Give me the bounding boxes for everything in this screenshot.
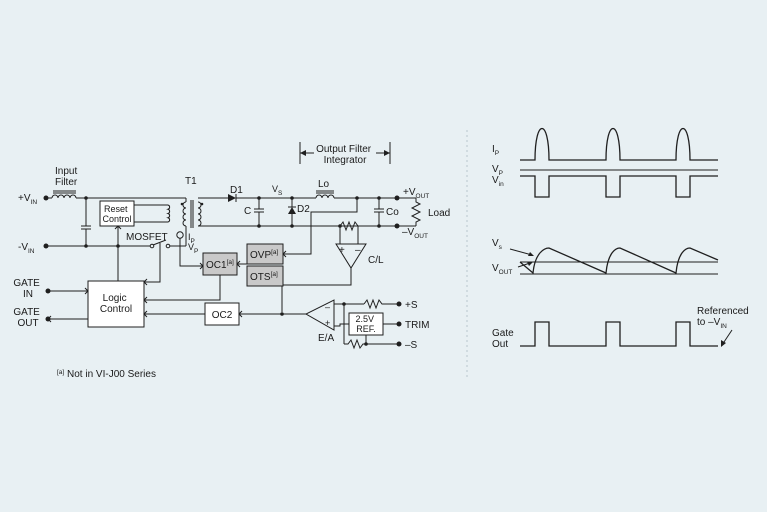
minus-s-label: –S (405, 340, 418, 351)
lo-label: Lo (318, 179, 330, 190)
input-inductor (51, 194, 77, 199)
cl-label: C/L (368, 255, 384, 266)
minus-vin-label: -VIN (18, 242, 35, 255)
ovp-label: OVP[a] (250, 249, 279, 261)
sense-resistor-minus (344, 338, 399, 350)
d1-diode (228, 194, 236, 202)
reset-control-label: Reset Control (102, 204, 131, 224)
lo-inductor (315, 194, 335, 199)
wire (281, 268, 352, 312)
trim-terminal (396, 321, 402, 327)
mosfet-switch (152, 239, 167, 246)
waveforms: IP VP Vin Vs VOUT Gate Out Referenced to… (492, 127, 751, 350)
vin-wave-label: Vin (492, 175, 504, 188)
oc2-label: OC2 (212, 310, 233, 321)
oc1-label: OC1[a] (206, 259, 234, 271)
logic-control-block (87, 280, 145, 328)
d2-diode (288, 207, 296, 214)
minus-vout-label: –VOUT (402, 227, 428, 240)
wire (179, 238, 203, 267)
plus-s-terminal (396, 301, 402, 307)
vp-waveform (520, 175, 718, 198)
reset-control-block (99, 200, 135, 227)
d2-label: D2 (297, 204, 310, 215)
current-sense (176, 231, 184, 239)
ip-label: IP (188, 232, 195, 245)
schematic: Input Filter +VIN -VIN Reset Control (13, 142, 450, 380)
output-filter-label: Output Filter Integrator (316, 144, 374, 166)
plus-vout-terminal (394, 195, 400, 201)
wire (144, 243, 161, 283)
reset-winding (166, 204, 171, 223)
trim-label: TRIM (405, 320, 429, 331)
load-resistor (410, 198, 422, 226)
wire (134, 204, 140, 223)
inductor-core (53, 190, 76, 194)
vout-wave-label: VOUT (492, 263, 512, 276)
plus-vin-label: +VIN (18, 193, 37, 206)
minus-vout-terminal (394, 223, 400, 229)
gate-out-label: GATE OUT (13, 307, 42, 329)
t1-label: T1 (185, 176, 197, 187)
vp-label: VP (188, 242, 198, 255)
footnote: [a] Not in VI-J00 Series (57, 369, 156, 380)
svg-text:+: + (325, 318, 330, 328)
co-label: Co (386, 207, 399, 218)
vs-label: VS (272, 184, 283, 197)
gate-out-waveform (520, 321, 718, 347)
input-filter-label: Input Filter (55, 166, 80, 188)
vs-waveform (519, 247, 719, 275)
gate-out-wave-label: Gate Out (492, 328, 516, 350)
input-capacitor (81, 198, 91, 246)
vp-wave-label: VP (492, 164, 503, 177)
capacitor-c (254, 198, 264, 226)
error-amplifier (304, 299, 335, 331)
t1-primary (182, 201, 187, 227)
vs-wave-label: Vs (492, 238, 503, 251)
ovp-block (246, 243, 284, 265)
referenced-note: Referenced to –VIN (697, 306, 751, 330)
sense-resistor-plus (363, 298, 399, 310)
ip-wave-label: IP (492, 144, 499, 157)
c-label: C (244, 206, 251, 217)
capacitor-co (374, 198, 384, 226)
mosfet-label: MOSFET (126, 232, 168, 243)
plus-s-label: +S (405, 300, 418, 311)
minus-s-terminal (396, 341, 402, 347)
svg-text:–: – (355, 245, 361, 256)
svg-text:+: + (339, 245, 345, 256)
ip-waveform (520, 127, 718, 161)
wire (144, 275, 221, 301)
t1-core (190, 200, 194, 228)
logic-control-label: Logic Control (100, 293, 132, 315)
sense-resistor (339, 220, 359, 232)
ots-block (246, 265, 284, 287)
d1-label: D1 (230, 185, 243, 196)
wire (283, 198, 358, 255)
reference-label: 2.5V REF. (355, 314, 376, 334)
cl-comparator (335, 243, 367, 269)
load-label: Load (428, 208, 450, 219)
svg-text:–: – (325, 302, 330, 312)
t1-secondary (197, 201, 202, 227)
ots-label: OTS[a] (250, 271, 278, 283)
plus-vout-label: +VOUT (403, 187, 429, 200)
ea-label: E/A (318, 333, 334, 344)
gate-in-label: GATE IN (13, 278, 42, 300)
